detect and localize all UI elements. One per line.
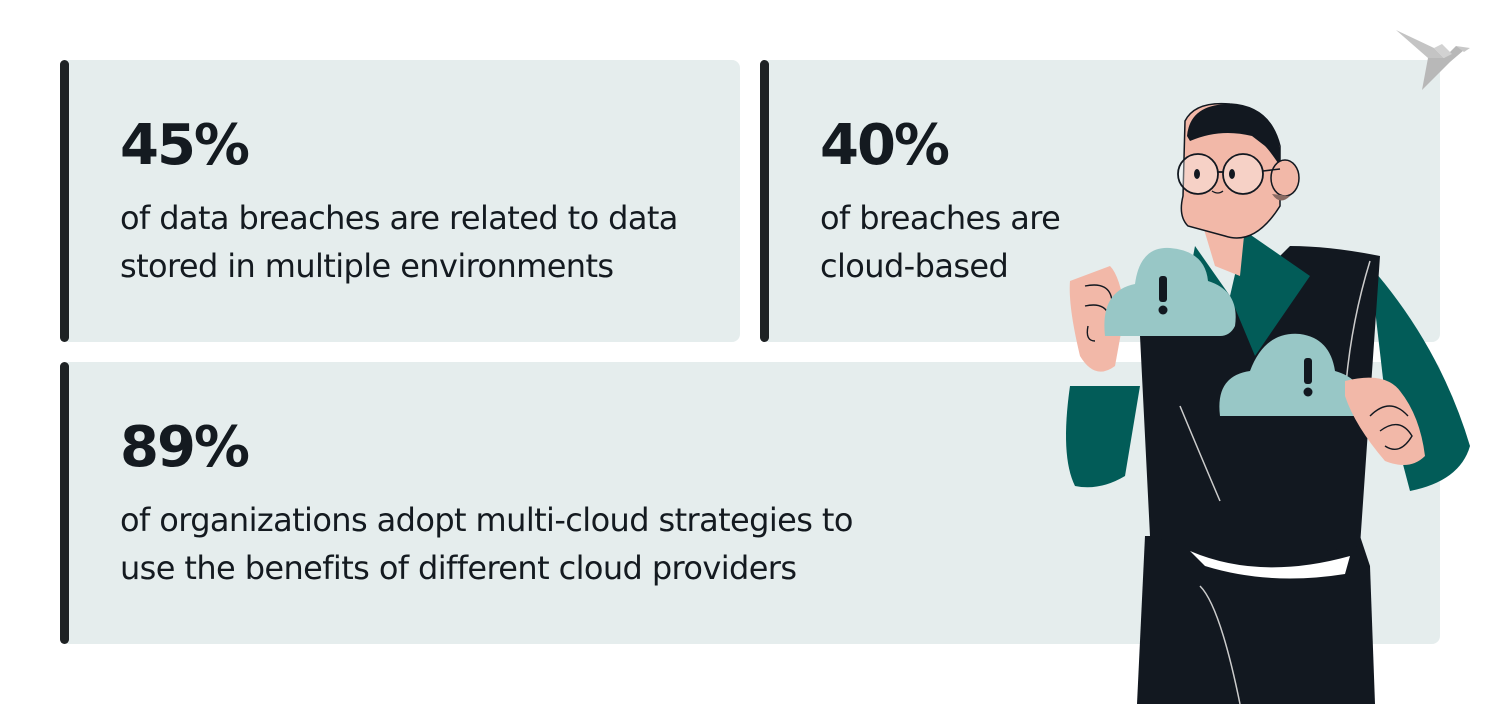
stat-description-line: stored in multiple environments <box>120 247 614 285</box>
cloud-warning-icon <box>1104 247 1236 336</box>
stat-description: of breaches are cloud-based <box>820 194 1061 290</box>
accent-bar <box>760 60 769 342</box>
accent-bar <box>60 362 69 644</box>
stat-value: 89% <box>120 415 250 480</box>
stat-description-line: of organizations adopt multi-cloud strat… <box>120 501 853 539</box>
stat-value: 40% <box>820 113 950 178</box>
stat-description: of data breaches are related to data sto… <box>120 194 678 290</box>
origami-bird-icon <box>1396 30 1470 90</box>
stat-description: of organizations adopt multi-cloud strat… <box>120 496 853 592</box>
stat-description-line: of data breaches are related to data <box>120 199 678 237</box>
stat-value: 45% <box>120 113 250 178</box>
stat-description-line: use the benefits of different cloud prov… <box>120 549 797 587</box>
stat-card-data-breaches: 45% of data breaches are related to data… <box>60 60 740 342</box>
stat-description-line: of breaches are <box>820 199 1061 237</box>
stat-description-line: cloud-based <box>820 247 1009 285</box>
cloud-warning-icon <box>1219 333 1363 416</box>
person-illustration <box>1066 102 1470 704</box>
accent-bar <box>60 60 69 342</box>
